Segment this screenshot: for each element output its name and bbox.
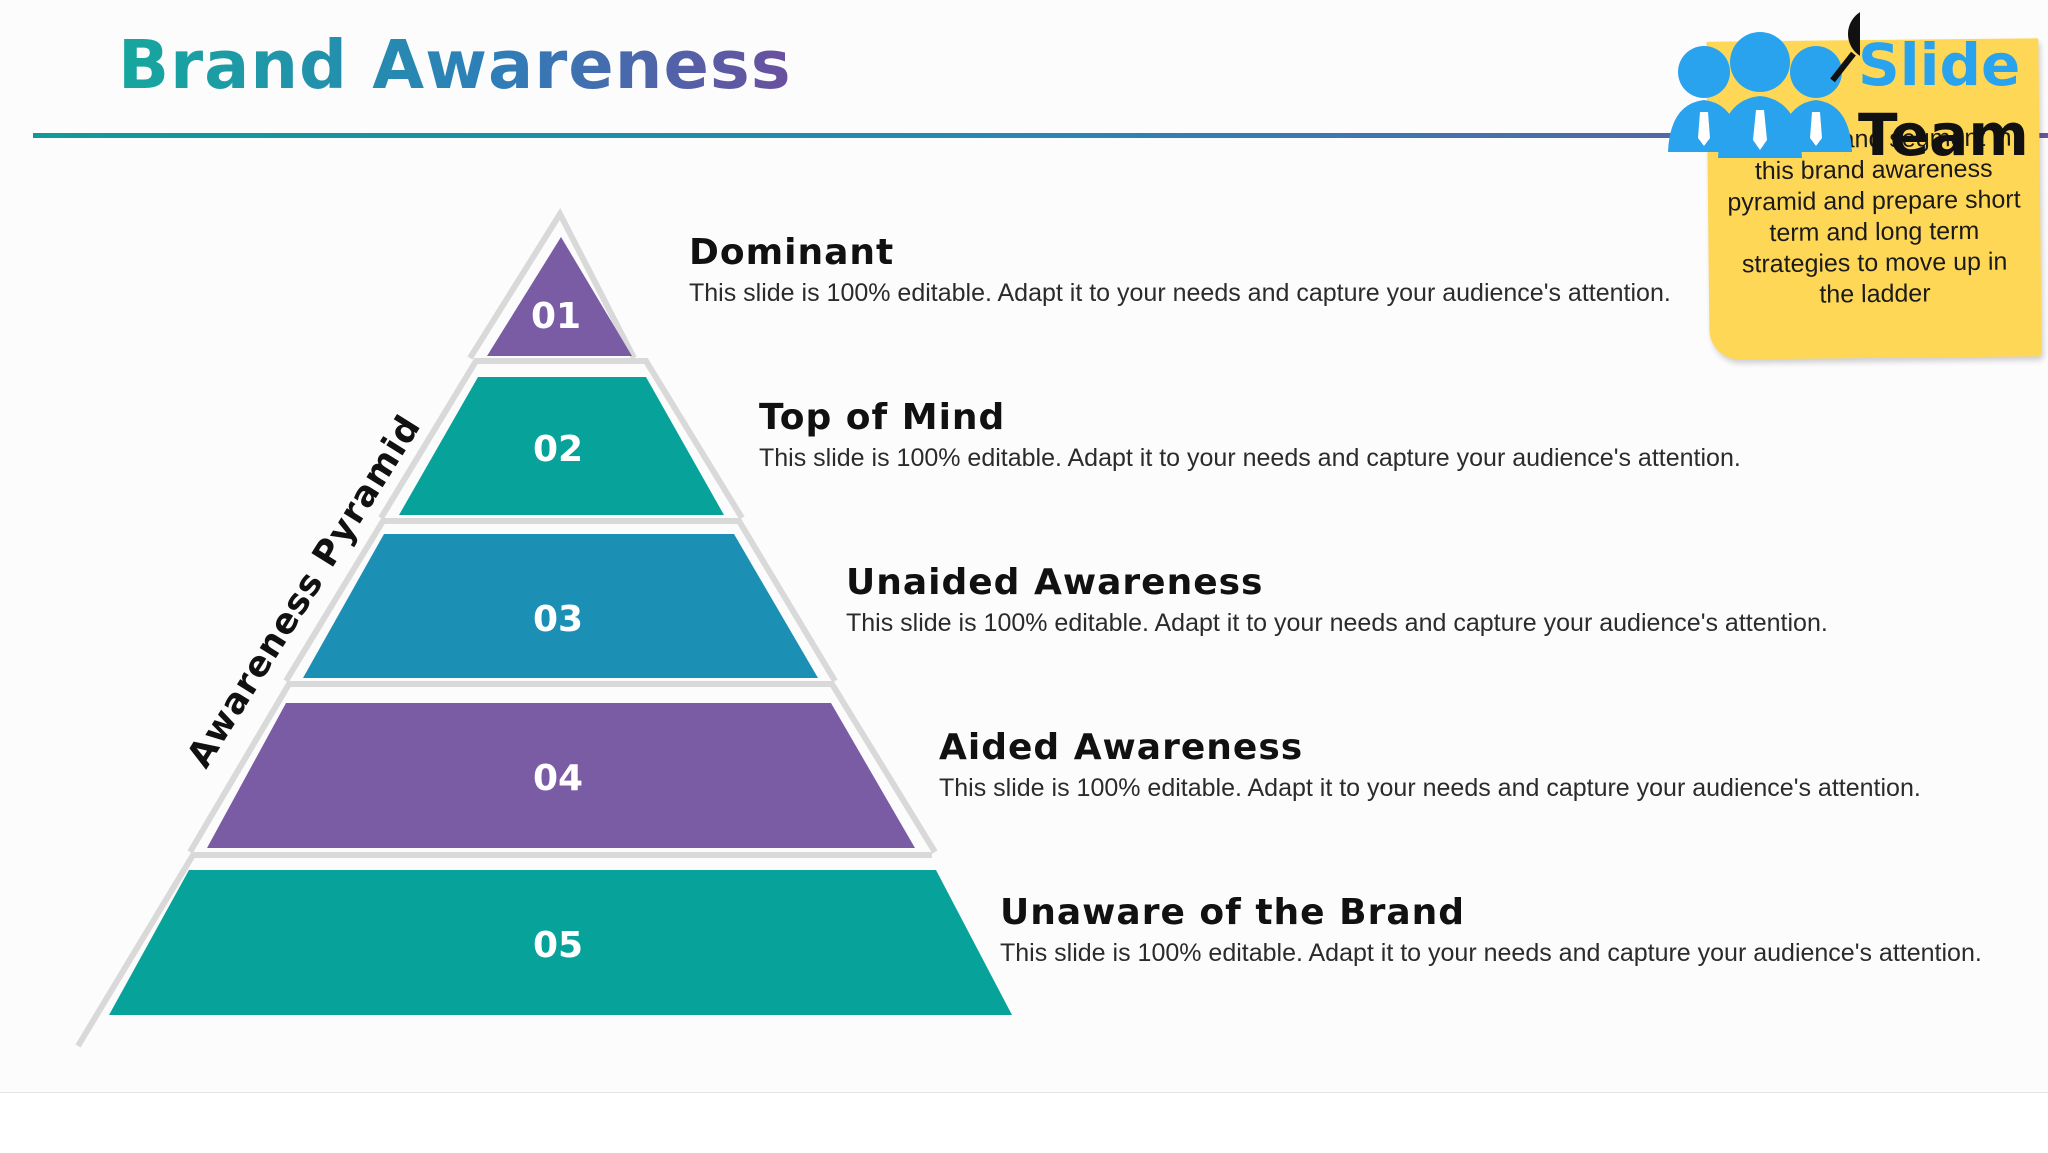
level-3-text: Unaided Awareness This slide is 100% edi… xyxy=(846,562,1828,638)
logo-word-slide: Slide xyxy=(1858,31,2021,99)
tier-1-outline xyxy=(467,207,637,360)
level-5-text: Unaware of the Brand This slide is 100% … xyxy=(1000,892,1982,968)
level-5-description: This slide is 100% editable. Adapt it to… xyxy=(1000,939,1982,967)
tier-3-number: 03 xyxy=(533,599,583,640)
level-1-text: Dominant This slide is 100% editable. Ad… xyxy=(689,232,1671,308)
tier-5-unaware xyxy=(109,870,1012,1015)
level-2-text: Top of Mind This slide is 100% editable.… xyxy=(759,397,1741,473)
level-3-description: This slide is 100% editable. Adapt it to… xyxy=(846,609,1828,637)
level-2-heading: Top of Mind xyxy=(759,397,1006,438)
awareness-pyramid: 01 02 03 04 05 Awareness Pyramid xyxy=(75,207,1012,1048)
bottom-band xyxy=(0,1092,2048,1153)
tier-2-number: 02 xyxy=(533,429,583,470)
level-4-heading: Aided Awareness xyxy=(939,727,1304,768)
slide-title: Brand Awareness xyxy=(118,26,792,104)
level-3-heading: Unaided Awareness xyxy=(846,562,1264,603)
tier-4-aided-awareness xyxy=(207,703,915,848)
magnifier-icon xyxy=(1830,12,1860,83)
tier-4-outline xyxy=(187,681,938,854)
level-5-heading: Unaware of the Brand xyxy=(1000,892,1466,933)
level-1-description: This slide is 100% editable. Adapt it to… xyxy=(689,279,1671,307)
tier-3-unaided-awareness xyxy=(303,534,818,678)
tier-4-number: 04 xyxy=(533,758,583,799)
tier-5-number: 05 xyxy=(533,925,583,966)
tier-1-dominant xyxy=(487,237,632,356)
level-4-text: Aided Awareness This slide is 100% edita… xyxy=(939,727,1921,803)
tier-2-outline xyxy=(378,358,745,520)
level-2-description: This slide is 100% editable. Adapt it to… xyxy=(759,444,1741,472)
slideteam-logo: Slide Team xyxy=(1660,0,2048,170)
tier-1-number: 01 xyxy=(531,296,581,337)
logo-word-team: Team xyxy=(1858,101,2029,169)
level-4-description: This slide is 100% editable. Adapt it to… xyxy=(939,774,1921,802)
level-1-heading: Dominant xyxy=(689,232,895,273)
tier-3-outline xyxy=(283,518,838,683)
title-underline xyxy=(33,133,2048,138)
people-group-icon xyxy=(1668,12,1860,158)
tier-5-outline xyxy=(75,852,932,1048)
tier-2-top-of-mind xyxy=(399,377,724,515)
